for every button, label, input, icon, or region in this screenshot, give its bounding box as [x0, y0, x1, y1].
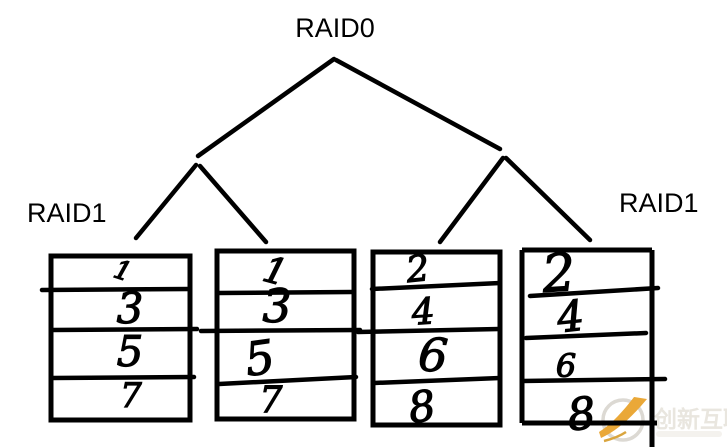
disk-1-divider: [49, 374, 197, 381]
disk-2-divider: [216, 374, 359, 387]
disk-block-value: 4: [554, 291, 587, 343]
disk-3-divider: [371, 375, 503, 386]
disk-block-value: 8: [565, 388, 598, 442]
watermark: 创新互联: [599, 397, 727, 443]
disk-2-divider: [198, 327, 363, 334]
disk-1-box: [48, 253, 193, 423]
disk-2-box: [214, 248, 357, 422]
raid1-right-label: RAID1: [619, 188, 699, 218]
disk-2: 1 3 5 7: [198, 248, 363, 422]
raid1-left-label: RAID1: [27, 198, 107, 228]
disk-block-value: 6: [417, 327, 450, 383]
disk-block-value: 8: [405, 381, 438, 433]
watermark-brand-text: 创新互联: [653, 406, 727, 433]
disk-block-value: 2: [539, 243, 577, 305]
tree-edge-right-disk4: [503, 155, 593, 243]
watermark-subtext-bar: [656, 431, 722, 437]
disk-4-divider: [523, 330, 649, 341]
tree-edge-root-left: [195, 56, 337, 159]
watermark-logo-swoosh-tail: [603, 430, 627, 443]
watermark-logo-swoosh-icon: [599, 397, 647, 438]
disk-block-value: 5: [117, 327, 144, 376]
disk-block-value: 2: [403, 248, 431, 291]
disk-4-divider: [519, 376, 668, 384]
disk-2-divider: [215, 289, 355, 296]
disk-block-value: 4: [409, 291, 436, 334]
tree-edge-left-disk2: [197, 163, 269, 245]
disk-block-value: 5: [242, 329, 279, 387]
disk-block-value: 7: [120, 376, 142, 416]
tree-edge-root-right: [333, 57, 503, 152]
raid0-root-label: RAID0: [295, 13, 375, 43]
disk-block-value: 6: [556, 347, 576, 385]
disk-4: 2 4 6 8: [519, 242, 668, 447]
disk-1-divider: [39, 286, 193, 293]
tree-edge-right-disk3: [437, 155, 506, 245]
disk-4-divider: [527, 285, 661, 299]
disk-1: 1 3 5 7: [39, 253, 200, 423]
disk-3: 2 4 6 8: [355, 247, 503, 433]
watermark-logo-ring: [601, 398, 645, 442]
disk-3-divider: [369, 280, 503, 292]
tree-branches: [133, 56, 593, 245]
tree-edge-left-disk1: [133, 162, 199, 241]
disk-block-value: 7: [260, 380, 283, 421]
disk-block-value: 3: [262, 279, 291, 333]
disk-block-value: 3: [117, 284, 144, 333]
disk-1-divider: [49, 326, 200, 333]
disk-3-divider: [355, 326, 502, 335]
disk-3-box: [370, 249, 503, 428]
